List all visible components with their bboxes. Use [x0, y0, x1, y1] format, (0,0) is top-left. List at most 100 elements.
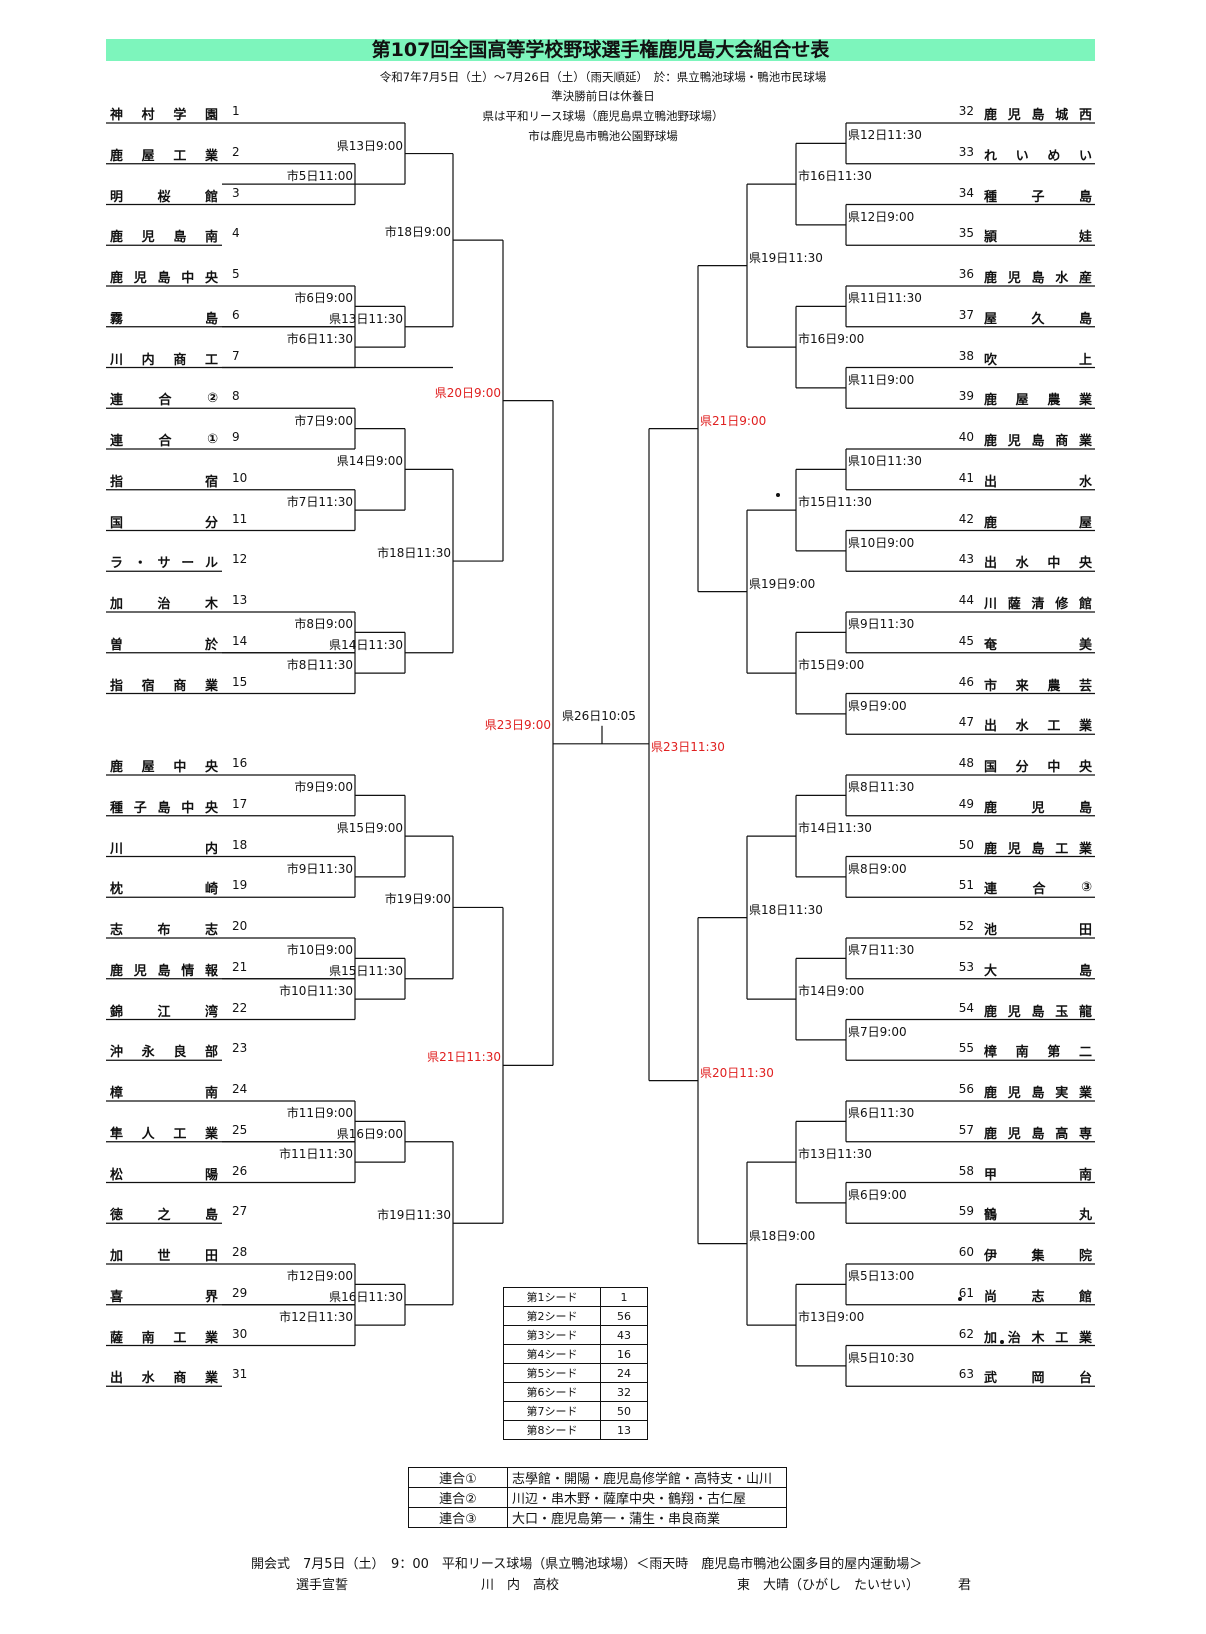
- team-number: 40: [958, 430, 974, 444]
- team-number: 59: [958, 1204, 974, 1219]
- match-label-r1: 市10日9:00: [286, 943, 353, 958]
- oath-label: 選手宣誓: [296, 1578, 349, 1593]
- match-label-r2: 市14日9:00: [798, 984, 865, 999]
- team-name: 霧島: [110, 311, 218, 327]
- team-number: 11: [232, 511, 248, 526]
- team-number: 55: [958, 1041, 974, 1056]
- team-number: 18: [232, 837, 248, 852]
- team-number: 49: [958, 796, 974, 811]
- team-name: 出水: [984, 474, 1092, 490]
- team-name: 沖永良部: [110, 1045, 218, 1061]
- seed-label: 第5シード: [503, 1363, 601, 1383]
- match-label-r1: 市5日11:00: [286, 169, 353, 184]
- team-name: 種子島中央: [110, 800, 218, 816]
- team-name: 出水工業: [984, 719, 1092, 735]
- team-number: 29: [232, 1285, 248, 1300]
- team-name: 奄美: [984, 637, 1092, 653]
- team-number: 19: [232, 878, 248, 893]
- team-name: 鶴丸: [984, 1208, 1092, 1224]
- match-label-r3: 市19日11:30: [377, 1208, 451, 1223]
- team-number: 61: [958, 1285, 974, 1300]
- team-name: 鹿児島実業: [984, 1086, 1092, 1101]
- seed-label: 第1シード: [503, 1287, 601, 1307]
- match-label-r4: 県20日9:00: [434, 385, 501, 400]
- team-name: 指宿: [110, 474, 218, 490]
- match-label-r1: 県12日9:00: [848, 209, 915, 224]
- team-name: 種子島: [984, 189, 1092, 205]
- team-name: 出水商業: [110, 1371, 218, 1387]
- team-name: 加世田: [110, 1249, 218, 1264]
- team-number: 60: [958, 1245, 974, 1259]
- seed-label: 第3シード: [503, 1325, 601, 1345]
- match-label-r5: 県23日11:30: [651, 739, 725, 754]
- match-label-r2: 市13日9:00: [798, 1310, 865, 1325]
- team-number: 21: [232, 959, 248, 974]
- team-name: 鹿児島: [984, 800, 1092, 816]
- match-label-r1: 県8日11:30: [848, 780, 915, 795]
- oath-suffix: 君: [958, 1578, 972, 1593]
- team-name: 伊集院: [984, 1249, 1092, 1264]
- match-label-r2: 市15日11:30: [798, 495, 872, 510]
- team-name: 屋久島: [984, 311, 1092, 327]
- team-number: 45: [958, 633, 974, 648]
- match-label-r1: 市12日9:00: [286, 1269, 353, 1284]
- team-number: 41: [958, 470, 974, 485]
- team-name: 川内商工: [110, 352, 218, 368]
- header-rest-day: 準決勝前日は休養日: [551, 89, 655, 103]
- match-label-r4: 県21日11:30: [427, 1050, 501, 1065]
- match-label-r3: 県18日11:30: [749, 902, 823, 917]
- team-number: 27: [232, 1204, 248, 1219]
- team-name: 鹿児島工業: [984, 841, 1092, 857]
- rengo-label: 連合①: [408, 1467, 508, 1488]
- team-number: 57: [958, 1122, 974, 1137]
- oath-player: 東 大晴（ひがし たいせい）: [737, 1578, 920, 1593]
- seed-value: 1: [600, 1287, 648, 1307]
- seed-value: 16: [600, 1344, 648, 1364]
- team-number: 23: [232, 1041, 248, 1056]
- match-label-r1: 県9日9:00: [848, 698, 907, 713]
- team-name: 曽於: [110, 637, 218, 653]
- header-venue-ken: 県は平和リース球場（鹿児島県立鴨池野球場）: [482, 109, 724, 123]
- team-name: 神村学園: [110, 108, 218, 123]
- team-number: 51: [958, 878, 974, 893]
- match-label-r2: 県16日9:00: [336, 1126, 403, 1141]
- match-label-r1: 市11日11:30: [279, 1147, 353, 1162]
- team-name: 国分中央: [984, 760, 1092, 775]
- header-dates: 令和7年7月5日（土）〜7月26日（土）（雨天順延） 於：県立鴨池球場・鴨池市民…: [379, 70, 827, 84]
- team-number: 58: [958, 1163, 974, 1178]
- team-number: 12: [232, 552, 248, 567]
- match-label-r1: 市10日11:30: [279, 984, 353, 999]
- team-number: 14: [232, 633, 248, 648]
- match-label-r1: 県6日9:00: [848, 1187, 907, 1202]
- match-label-r3: 市19日9:00: [384, 892, 451, 907]
- team-name: 鹿児島高専: [984, 1126, 1092, 1142]
- match-label-r1: 市9日11:30: [286, 861, 353, 876]
- rengo-members: 大口・鹿児島第一・蒲生・串良商業: [507, 1507, 787, 1528]
- rengo-label: 連合③: [408, 1507, 508, 1528]
- match-label-r2: 県15日11:30: [329, 963, 403, 978]
- team-number: 43: [958, 552, 974, 567]
- match-label-final: 県26日10:05: [562, 708, 636, 723]
- seed-label: 第2シード: [503, 1306, 601, 1326]
- match-label-r2: 市16日9:00: [798, 332, 865, 347]
- oath-school: 川 内 高校: [481, 1578, 560, 1593]
- seed-value: 24: [600, 1363, 648, 1383]
- match-label-r2: 県16日11:30: [329, 1289, 403, 1304]
- seed-value: 56: [600, 1306, 648, 1326]
- match-label-r1: 県5日10:30: [848, 1350, 915, 1365]
- match-label-r1: 県6日11:30: [848, 1106, 915, 1121]
- team-name: れいめい: [984, 148, 1092, 164]
- seed-label: 第7シード: [503, 1401, 601, 1421]
- seed-value: 32: [600, 1382, 648, 1402]
- match-label-r2: 市13日11:30: [798, 1147, 872, 1162]
- team-name: 鹿児島商業: [984, 434, 1092, 449]
- team-number: 39: [958, 389, 974, 404]
